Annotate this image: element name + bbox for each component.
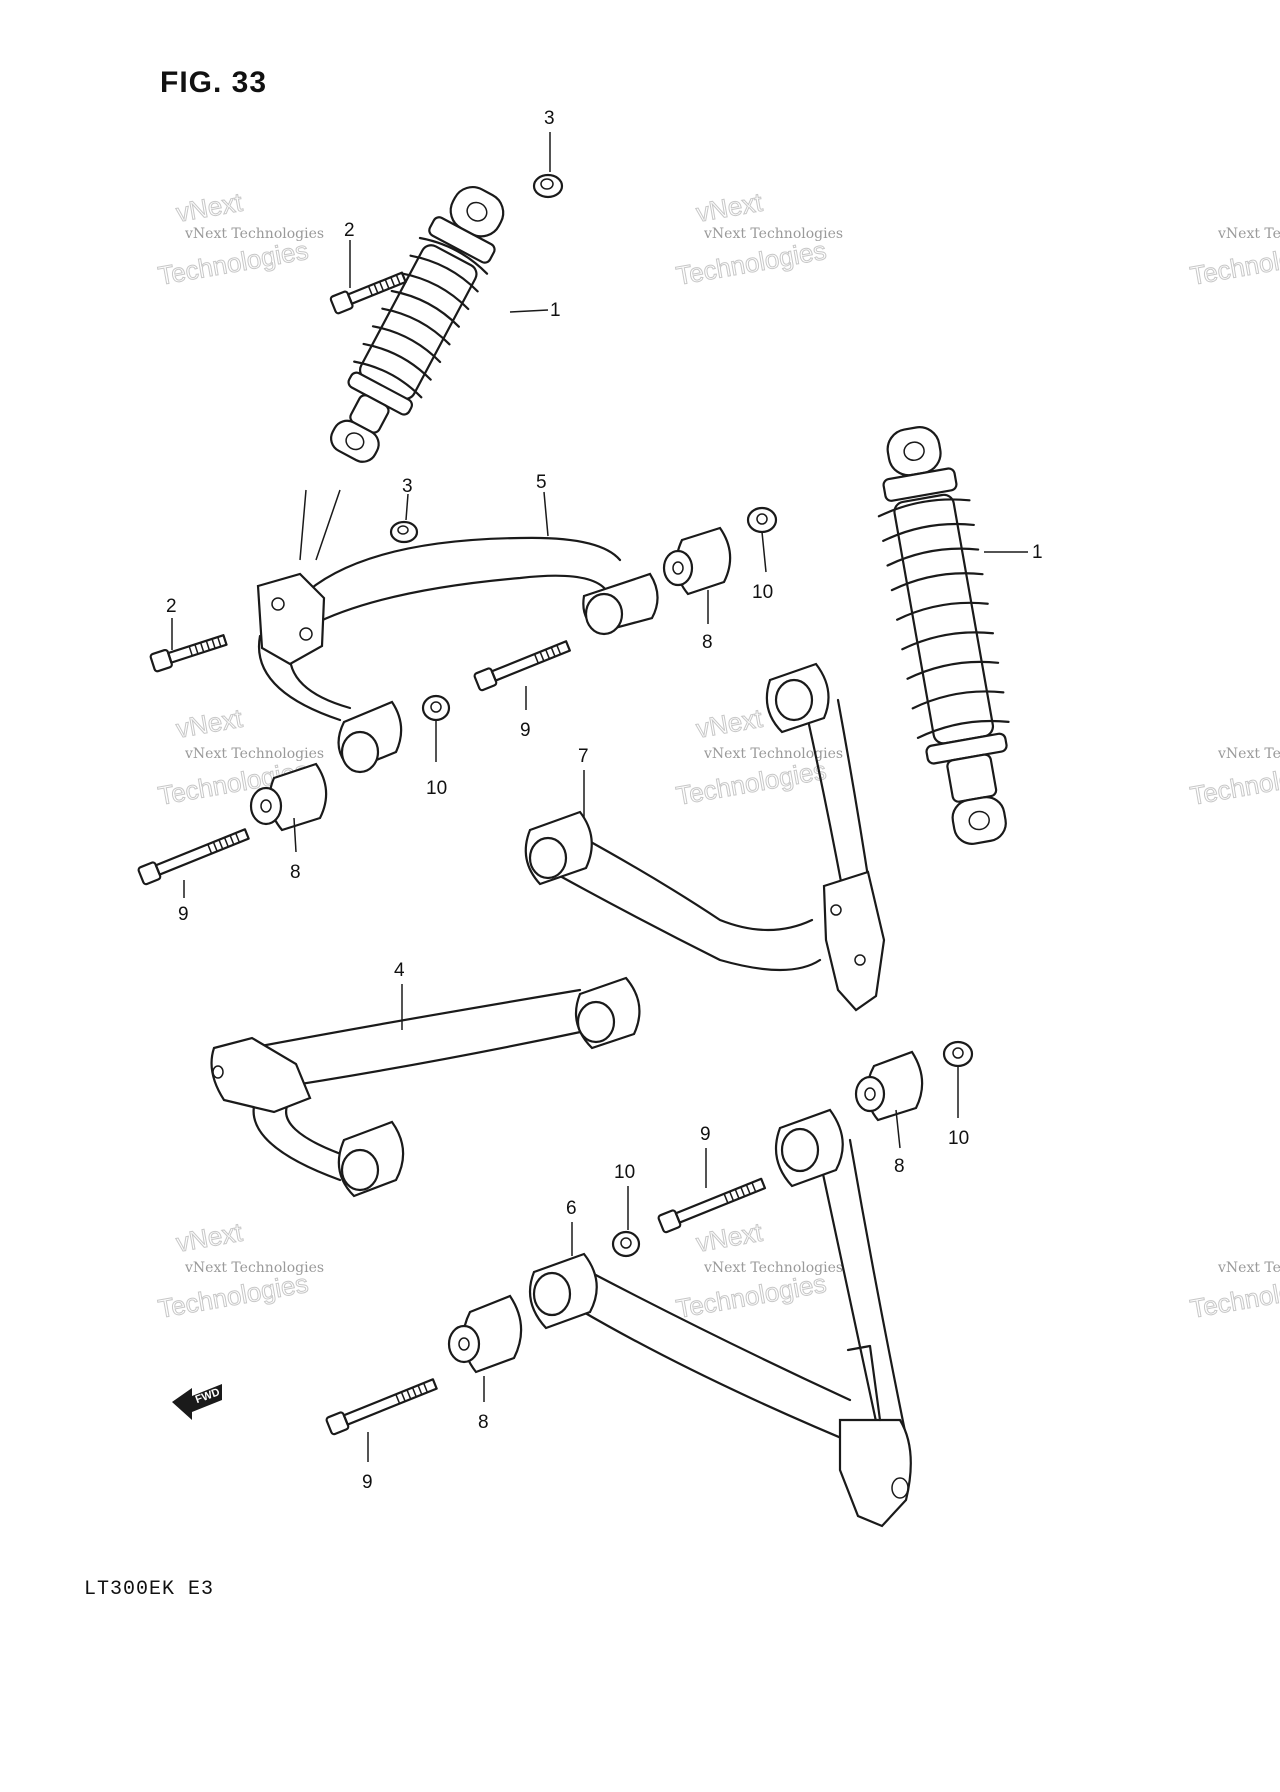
part-shock-absorber-right <box>877 426 1010 845</box>
svg-text:vNext Technologies: vNext Technologies <box>184 1260 324 1276</box>
part-nut-10c <box>942 1040 974 1068</box>
watermark-mid-right: vNext Technologies Technologies <box>1187 746 1280 811</box>
svg-text:Technologies: Technologies <box>674 235 829 291</box>
part-nut-top <box>532 173 564 199</box>
part-nut-10d <box>611 1230 641 1258</box>
callouts: 3 2 1 3 5 1 2 10 8 9 10 7 8 9 4 10 8 9 1… <box>166 108 1043 1493</box>
svg-text:vNext: vNext <box>694 187 765 228</box>
callout-4: 4 <box>394 960 405 981</box>
callout-9: 9 <box>362 1472 373 1493</box>
svg-text:vNext Technologies: vNext Technologies <box>703 1260 843 1276</box>
callout-10: 10 <box>614 1162 635 1183</box>
callout-2: 2 <box>344 220 355 241</box>
watermark-top-center: vNext vNext Technologies Technologies <box>673 186 843 291</box>
part-bolt-mid <box>149 634 228 673</box>
callout-8: 8 <box>702 632 713 653</box>
part-bushing-8b <box>249 762 328 832</box>
part-upper-arm-left <box>256 489 659 774</box>
svg-text:Technologies: Technologies <box>674 755 829 811</box>
svg-text:vNext: vNext <box>174 1217 245 1258</box>
callout-8: 8 <box>894 1156 905 1177</box>
part-lower-arm-left <box>210 976 641 1198</box>
callout-3: 3 <box>402 476 413 497</box>
svg-text:vNext Technologies: vNext Technologies <box>703 226 843 242</box>
callout-10: 10 <box>948 1128 969 1149</box>
model-code: LT300EK E3 <box>84 1578 215 1601</box>
part-bolt-9a <box>473 640 571 692</box>
callout-10: 10 <box>426 778 447 799</box>
part-nut-mid <box>389 520 419 544</box>
callout-9: 9 <box>520 720 531 741</box>
watermark-top-left: vNext vNext Technologies Technologies <box>155 186 324 291</box>
fwd-arrow-icon: FWD <box>172 1384 222 1420</box>
leader-lines <box>171 132 1028 1462</box>
part-bolt-9c <box>657 1177 767 1234</box>
svg-text:vNext Technologies: vNext Technologies <box>1217 746 1280 762</box>
svg-text:vNext Technologies: vNext Technologies <box>184 746 324 762</box>
svg-text:Technologies: Technologies <box>156 1268 311 1324</box>
watermark-top-right: vNext Technologies Technologies <box>1187 226 1280 291</box>
part-shock-absorber-left <box>330 186 505 463</box>
svg-text:vNext: vNext <box>694 703 765 744</box>
part-nut-10a <box>746 506 778 534</box>
callout-8: 8 <box>478 1412 489 1433</box>
part-upper-arm-right <box>524 662 886 1012</box>
svg-text:vNext Technologies: vNext Technologies <box>1217 226 1280 242</box>
callout-7: 7 <box>578 746 589 767</box>
callout-8: 8 <box>290 862 301 883</box>
callout-9: 9 <box>700 1124 711 1145</box>
svg-text:Technologies: Technologies <box>156 235 311 291</box>
callout-3: 3 <box>544 108 555 129</box>
part-bolt-top <box>329 271 407 315</box>
part-bushing-8a <box>662 526 732 596</box>
svg-text:Technologies: Technologies <box>674 1268 829 1324</box>
part-bolt-9b <box>137 828 250 886</box>
part-bushing-8c <box>854 1050 924 1122</box>
part-bolt-9d <box>325 1378 438 1436</box>
callout-1: 1 <box>550 300 561 321</box>
svg-text:vNext: vNext <box>694 1217 765 1258</box>
watermark-bottom-right: vNext Technologies Technologies <box>1187 1260 1280 1324</box>
watermark-bottom-center: vNext vNext Technologies Technologies <box>673 1216 843 1324</box>
callout-6: 6 <box>566 1198 577 1219</box>
callout-5: 5 <box>536 472 547 493</box>
callout-1: 1 <box>1032 542 1043 563</box>
svg-text:vNext Technologies: vNext Technologies <box>184 226 324 242</box>
part-lower-arm-right <box>528 1108 912 1528</box>
callout-10: 10 <box>752 582 773 603</box>
svg-text:vNext Technologies: vNext Technologies <box>1217 1260 1280 1276</box>
svg-text:Technologies: Technologies <box>1188 1268 1280 1324</box>
callout-9: 9 <box>178 904 189 925</box>
watermark-bottom-left: vNext vNext Technologies Technologies <box>155 1216 324 1324</box>
part-nut-10b <box>421 694 451 722</box>
svg-text:vNext: vNext <box>174 703 245 744</box>
svg-text:vNext Technologies: vNext Technologies <box>703 746 843 762</box>
svg-text:vNext: vNext <box>174 187 245 228</box>
part-bushing-8d <box>447 1294 523 1374</box>
svg-text:Technologies: Technologies <box>1188 755 1280 811</box>
svg-text:Technologies: Technologies <box>1188 235 1280 291</box>
callout-2: 2 <box>166 596 177 617</box>
figure-title: FIG. 33 <box>160 66 268 99</box>
